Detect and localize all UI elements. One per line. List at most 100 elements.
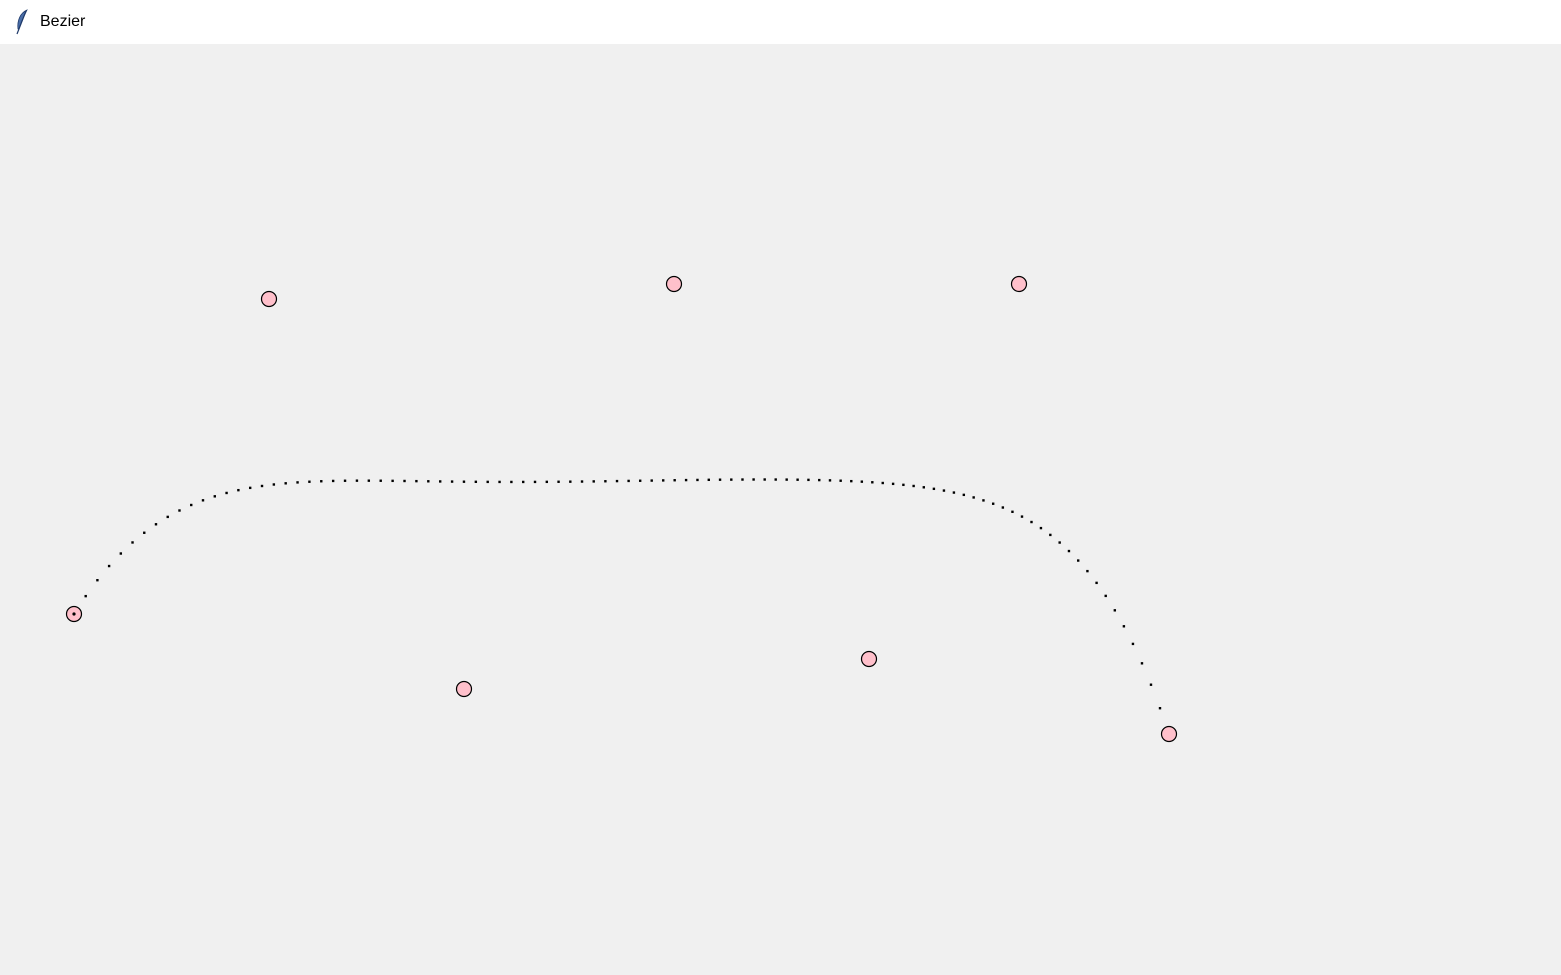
control-point[interactable] — [860, 650, 878, 668]
curve-dot — [510, 480, 513, 484]
curve-dot — [684, 478, 688, 482]
title-bar[interactable]: Bezier — [0, 0, 1561, 44]
curve-dot — [774, 478, 777, 481]
control-point[interactable] — [1010, 275, 1028, 293]
bezier-canvas[interactable] — [0, 44, 1561, 975]
control-point-handle[interactable] — [1160, 725, 1178, 743]
curve-dot — [474, 480, 478, 483]
curve-dot — [1113, 609, 1117, 612]
curve-dot — [807, 478, 810, 482]
curve-dot — [427, 480, 430, 483]
bezier-svg[interactable] — [0, 44, 1561, 975]
curve-dot — [296, 481, 299, 484]
curve-dot — [143, 531, 146, 534]
curve-dot — [912, 484, 915, 488]
control-point[interactable] — [665, 275, 683, 293]
curve-dot — [1104, 594, 1107, 598]
control-point-handle[interactable] — [455, 680, 473, 698]
control-point[interactable] — [260, 290, 278, 308]
curve-dot — [839, 479, 842, 482]
curve-dot — [741, 478, 744, 481]
curve-dot — [462, 480, 466, 483]
curve-dot — [1020, 515, 1024, 518]
curve-dot — [379, 479, 382, 482]
curve-dot — [260, 484, 264, 488]
curve-dot — [763, 478, 766, 481]
curve-dot — [415, 479, 418, 483]
control-points[interactable] — [65, 275, 1178, 743]
curve-dot — [320, 480, 323, 483]
curve-dot — [796, 478, 799, 481]
control-point[interactable] — [1160, 725, 1178, 743]
curve-dot — [403, 479, 406, 483]
curve-dot — [860, 480, 864, 483]
curve-dot — [580, 480, 584, 483]
curve-dot — [818, 478, 821, 482]
curve-dot — [982, 499, 985, 502]
curve-dot — [96, 579, 99, 582]
curve-dot — [1058, 541, 1061, 544]
curve-dot — [828, 479, 832, 482]
curve-dot — [871, 481, 874, 484]
curve-dot — [486, 480, 489, 484]
curve-dot — [707, 478, 710, 482]
curve-dot — [1077, 559, 1080, 562]
curve-dot — [730, 478, 733, 481]
curve-dot — [615, 479, 619, 483]
curve-dot — [533, 480, 537, 484]
curve-dot — [367, 479, 371, 482]
curve-dot — [557, 480, 560, 483]
curve-dot — [592, 480, 595, 483]
curve-dot — [355, 479, 359, 482]
control-point-handle[interactable] — [1010, 275, 1028, 293]
curve-dot — [662, 479, 665, 482]
curve-dot — [1140, 662, 1144, 665]
curve-dot — [922, 486, 925, 489]
curve-dot — [331, 479, 335, 483]
curve-dot — [248, 486, 252, 490]
curve-dot — [213, 495, 216, 498]
curve-dot — [1158, 707, 1162, 710]
curve-dot — [972, 496, 975, 499]
curve-dot — [696, 478, 699, 482]
curve-dot — [604, 480, 607, 483]
curve-dot — [1049, 533, 1052, 537]
curve-dot — [891, 482, 895, 486]
curve-dot — [569, 480, 572, 483]
curve-dot — [932, 487, 936, 491]
control-point-handle[interactable] — [665, 275, 683, 293]
curve-dot — [1122, 625, 1126, 628]
curve-dot — [498, 480, 501, 484]
curve-dot — [545, 480, 549, 484]
feather-icon — [12, 9, 32, 35]
curve-dot — [881, 481, 884, 485]
curve-dot — [284, 482, 287, 485]
curve-dot — [1131, 642, 1135, 646]
curve-dot — [1067, 549, 1071, 553]
curve-dot — [154, 523, 158, 526]
curve-dot — [119, 552, 123, 555]
control-point-handle[interactable] — [860, 650, 878, 668]
curve-dot — [627, 479, 630, 483]
control-point[interactable] — [455, 680, 473, 698]
curve-dot — [237, 488, 240, 492]
curve-dot — [1001, 506, 1005, 509]
bezier-curve — [72, 478, 1171, 736]
curve-dot — [190, 503, 193, 507]
curve-dot — [107, 564, 111, 568]
curve-dot — [638, 479, 642, 482]
curve-dot — [343, 479, 347, 482]
curve-dot — [991, 502, 995, 505]
curve-dot — [1030, 520, 1033, 524]
control-point-handle[interactable] — [65, 605, 83, 623]
curve-dot — [1039, 526, 1043, 530]
curve-dot — [84, 594, 87, 598]
curve-dot — [1011, 510, 1014, 513]
curve-dot — [752, 478, 755, 481]
control-point-handle[interactable] — [260, 290, 278, 308]
curve-dot — [131, 541, 134, 544]
curve-dot — [439, 480, 442, 483]
curve-dot — [673, 479, 676, 482]
curve-dot — [201, 499, 205, 502]
